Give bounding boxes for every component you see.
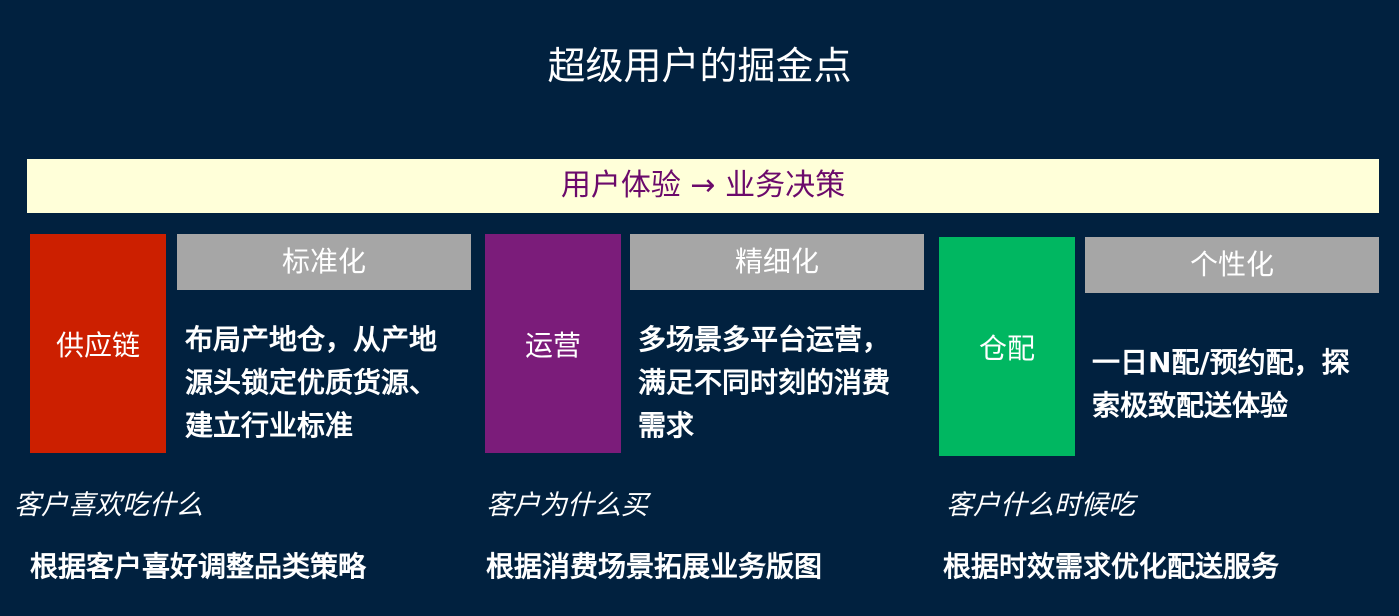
desc-line: 源头锁定优质货源、: [185, 366, 438, 399]
desc-warehouse-delivery: 一日N配/预约配，探 索极致配送体验: [1092, 341, 1382, 427]
strategy-category: 根据客户喜好调整品类策略: [30, 550, 367, 583]
block-warehouse-delivery: 仓配: [939, 237, 1075, 456]
strategy-scenario: 根据消费场景拓展业务版图: [486, 550, 823, 583]
banner: 用户体验 → 业务决策: [27, 159, 1379, 213]
question-what: 客户喜欢吃什么: [14, 490, 203, 521]
desc-operations: 多场景多平台运营， 满足不同时刻的消费 需求: [638, 318, 928, 447]
desc-line: 一日N配/预约配，探: [1092, 346, 1350, 379]
question-when: 客户什么时候吃: [946, 490, 1135, 521]
desc-line: 布局产地仓，从产地: [185, 323, 438, 356]
block-supply-chain: 供应链: [30, 234, 166, 453]
tag-refinement: 精细化: [630, 234, 924, 290]
strategy-delivery: 根据时效需求优化配送服务: [943, 550, 1280, 583]
desc-line: 需求: [638, 409, 695, 442]
tag-standardization: 标准化: [177, 234, 471, 290]
desc-line: 多场景多平台运营，: [638, 323, 891, 356]
desc-line: 满足不同时刻的消费: [638, 366, 891, 399]
tag-personalization: 个性化: [1085, 237, 1379, 293]
desc-line: 索极致配送体验: [1092, 389, 1289, 422]
page-title: 超级用户的掘金点: [547, 44, 852, 88]
question-why: 客户为什么买: [486, 490, 648, 521]
desc-supply-chain: 布局产地仓，从产地 源头锁定优质货源、 建立行业标准: [185, 318, 475, 447]
block-operations: 运营: [485, 234, 621, 453]
desc-line: 建立行业标准: [185, 409, 354, 442]
